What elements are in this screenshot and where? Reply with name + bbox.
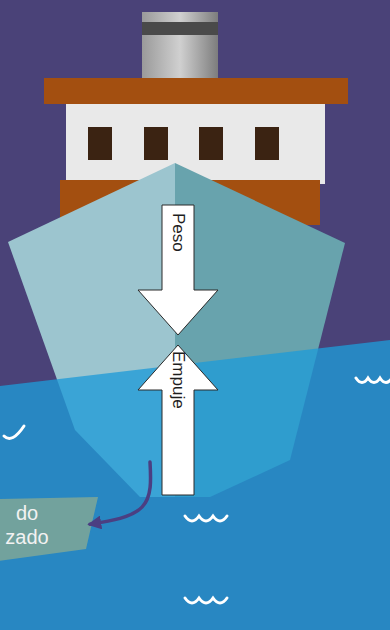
force-label: Peso (170, 213, 187, 252)
force-arrow-outline (138, 205, 218, 335)
wave (356, 378, 390, 383)
wave (185, 598, 227, 603)
pointer-arrow (90, 462, 151, 524)
force-arrow: Empuje (138, 345, 218, 495)
cabin-roof (44, 78, 348, 104)
chimney (142, 12, 218, 80)
force-arrow-outline (138, 345, 218, 495)
callout-shape-outline (0, 497, 98, 561)
window (255, 127, 279, 160)
wave (4, 426, 24, 438)
window (144, 127, 168, 160)
callout-label: do zado (0, 501, 54, 549)
waves (4, 378, 390, 603)
callout-shape: do zado (0, 495, 100, 560)
window (88, 127, 112, 160)
cabin (66, 104, 325, 184)
force-label: Empuje (170, 351, 187, 409)
wave (185, 516, 227, 521)
window (199, 127, 223, 160)
water (0, 340, 390, 630)
chimney-band (142, 22, 218, 35)
force-arrow: Peso (138, 205, 218, 335)
